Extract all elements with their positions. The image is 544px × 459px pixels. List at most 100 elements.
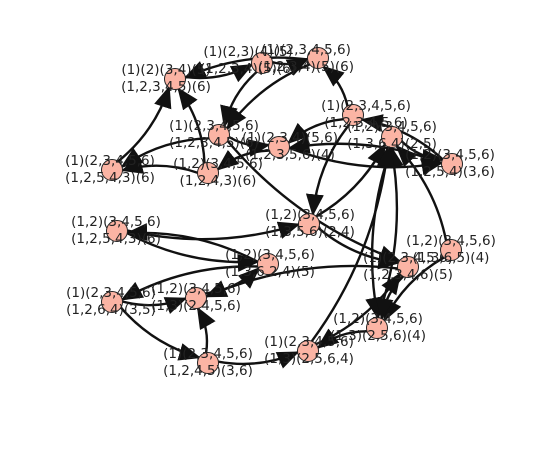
node-label-n19-line-1: (1)(2,3,4,5,6) <box>163 346 253 362</box>
edge-n7-to-n2 <box>177 87 206 164</box>
node-label-n14-line-2: (1,3,6,5)(4) <box>413 250 490 266</box>
node-circle-n6 <box>208 124 230 146</box>
edge-n20-to-n15 <box>310 144 395 342</box>
node-n6: (1)(2,3,4,5,6)(1,2,3,4,5)(6) <box>169 118 259 151</box>
edge-n9-to-n12 <box>127 221 301 241</box>
node-label-n9-line-2: (1,2,5,4,3)(6) <box>71 231 161 247</box>
node-label-n11-line-1: (1,2)(3,4,5,6) <box>225 247 315 263</box>
node-circle-n2 <box>164 68 186 90</box>
node-label-n6-line-1: (1)(2,3,4,5,6) <box>169 118 259 134</box>
node-n11: (1,2)(3,4,5,6)(1,3,6,2,4)(5) <box>225 247 315 280</box>
node-label-n2-line-1: (1)(2)(3,4)(5) <box>121 62 210 78</box>
edge-n17-to-n11 <box>205 267 260 295</box>
node-label-n9-line-1: (1,2)(3,4,5,6) <box>71 214 161 230</box>
node-label-n15-line-1: (1,2)(3,4,5,6) <box>347 119 437 135</box>
node-label-n17-line-2: (1,3)(2,4,5,6) <box>151 298 241 314</box>
node-n7: (1,2)(3,4,5,6)(1,2,4,3)(6) <box>173 156 263 189</box>
node-label-n1-line-1: (1)(2,3)(4)(5) <box>203 44 292 60</box>
node-label-n14-line-1: (1,2)(3,4,5,6) <box>406 233 496 249</box>
node-label-n12-line-2: (1,3,5,6)(2,4) <box>265 224 355 240</box>
node-label-n18-line-1: (1,2)(3,4,5,6) <box>333 311 423 327</box>
node-label-n13-line-1: (1)(2,3,4,5,6) <box>363 250 453 266</box>
node-n20: (1)(2,3,4,5,6)(1,3)(2,5,6,4) <box>264 334 354 367</box>
edge-n15-to-n18 <box>365 147 393 320</box>
edge-n19-to-n17 <box>196 306 216 353</box>
node-label-n8-line-1: (1)(2,3,4)(5,6) <box>242 130 338 146</box>
edge-n16-to-n19 <box>119 306 202 361</box>
edge-n7-to-n5 <box>120 156 198 174</box>
node-label-n4-line-2: (1,2,3,4,5,6) <box>324 115 408 131</box>
node-circle-n12 <box>298 213 320 235</box>
edge-n8-to-n10 <box>288 146 444 176</box>
node-circle-n13 <box>397 256 419 278</box>
node-label-n20-line-1: (1)(2,3,4,5,6) <box>264 334 354 350</box>
node-circle-n10 <box>441 153 463 175</box>
node-circle-n3 <box>307 47 329 69</box>
node-label-n1-line-2: (1,2,3,4)(5)(6) <box>200 61 296 77</box>
node-n12: (1,2)(3,4,5,6)(1,3,5,6)(2,4) <box>265 207 355 240</box>
edge-n13-to-n18 <box>375 275 405 321</box>
edge-n19-to-n20 <box>218 351 300 369</box>
node-n2: (1)(2)(3,4)(5)(1,2,3,4,5)(6) <box>121 62 211 95</box>
node-circle-n14 <box>440 239 462 261</box>
edge-n12-to-n13 <box>317 227 401 270</box>
edge-n18-to-n20 <box>316 328 368 349</box>
node-circle-n8 <box>268 136 290 158</box>
edge-n4-to-n12 <box>305 123 351 217</box>
node-label-n10-line-1: (1,2)(3,4,5,6) <box>405 147 495 163</box>
node-n13: (1)(2,3,4,5,6)(1,2,3,4,6)(5) <box>363 250 453 283</box>
node-label-n7-line-2: (1,2,4,3)(6) <box>180 173 257 189</box>
node-label-n5-line-2: (1,2,5,4,3)(6) <box>65 170 155 186</box>
node-circle-n20 <box>297 340 319 362</box>
node-label-n15-line-2: (1,3,6,4)(2,5) <box>347 136 437 152</box>
node-circle-n1 <box>251 52 273 74</box>
node-label-n19-line-2: (1,2,4,5)(3,6) <box>163 363 253 379</box>
edges-layer <box>117 56 448 369</box>
node-n3: (1)(2,3,4,5,6)(1,2,3,4)(5)(6) <box>258 42 354 75</box>
node-circle-n16 <box>101 291 123 313</box>
edge-n3-to-n2 <box>183 56 308 79</box>
node-label-n11-line-2: (1,3,6,2,4)(5) <box>225 264 315 280</box>
edge-n4-to-n3 <box>321 65 349 107</box>
node-label-n10-line-2: (1,2,5,4)(3,6) <box>405 164 495 180</box>
node-n8: (1)(2,3,4)(5,6)(1,2,3,5,6)(4) <box>242 130 338 163</box>
node-circle-n15 <box>381 126 403 148</box>
edge-n10-to-n8 <box>287 135 443 165</box>
node-n19: (1)(2,3,4,5,6)(1,2,4,5)(3,6) <box>163 346 253 379</box>
node-n5: (1)(2,3,4,5,6)(1,2,5,4,3)(6) <box>65 153 155 186</box>
node-label-n17-line-1: (1,2)(3,4,5,6) <box>151 281 241 297</box>
node-n18: (1,2)(3,4,5,6)(1,3)(2,5,6)(4) <box>330 311 426 344</box>
node-circle-n18 <box>366 317 388 339</box>
node-n10: (1,2)(3,4,5,6)(1,2,5,4)(3,6) <box>405 147 495 180</box>
edge-n6-to-n13 <box>226 140 402 263</box>
node-n1: (1)(2,3)(4)(5)(1,2,3,4)(5)(6) <box>200 44 296 77</box>
node-label-n5-line-1: (1)(2,3,4,5,6) <box>65 153 155 169</box>
node-label-n2-line-2: (1,2,3,4,5)(6) <box>121 79 211 95</box>
node-label-n20-line-2: (1,3)(2,5,6,4) <box>264 351 354 367</box>
node-n4: (1)(2,3,4,5,6)(1,2,3,4,5,6) <box>321 98 411 131</box>
node-label-n3-line-1: (1)(2,3,4,5,6) <box>261 42 351 58</box>
node-label-n3-line-2: (1,2,3,4)(5)(6) <box>258 59 354 75</box>
node-circle-n5 <box>101 159 123 181</box>
node-n9: (1,2)(3,4,5,6)(1,2,5,4,3)(6) <box>71 214 161 247</box>
node-circle-n17 <box>185 287 207 309</box>
edge-n1-to-n6 <box>220 71 258 128</box>
node-label-n8-line-2: (1,2,3,5,6)(4) <box>245 147 335 163</box>
node-label-n12-line-1: (1,2)(3,4,5,6) <box>265 207 355 223</box>
node-label-n6-line-2: (1,2,3,4,5)(6) <box>169 135 259 151</box>
node-label-n18-line-2: (1,3)(2,5,6)(4) <box>330 328 426 344</box>
edge-n6-to-n8 <box>228 136 271 157</box>
node-label-n16-line-1: (1)(2,3,4,5,6) <box>66 285 156 301</box>
node-n17: (1,2)(3,4,5,6)(1,3)(2,4,5,6) <box>151 281 241 314</box>
edge-n11-to-n16 <box>120 265 258 301</box>
node-circle-n4 <box>342 104 364 126</box>
node-label-n13-line-2: (1,2,3,4,6)(5) <box>363 267 453 283</box>
node-n16: (1)(2,3,4,5,6)(1,2,6,4)(3,5) <box>66 285 156 318</box>
edge-n5-to-n2 <box>117 85 172 163</box>
node-circle-n11 <box>257 253 279 275</box>
node-n15: (1,2)(3,4,5,6)(1,3,6,4)(2,5) <box>347 119 437 152</box>
node-circle-n7 <box>197 162 219 184</box>
node-label-n4-line-1: (1)(2,3,4,5,6) <box>321 98 411 114</box>
